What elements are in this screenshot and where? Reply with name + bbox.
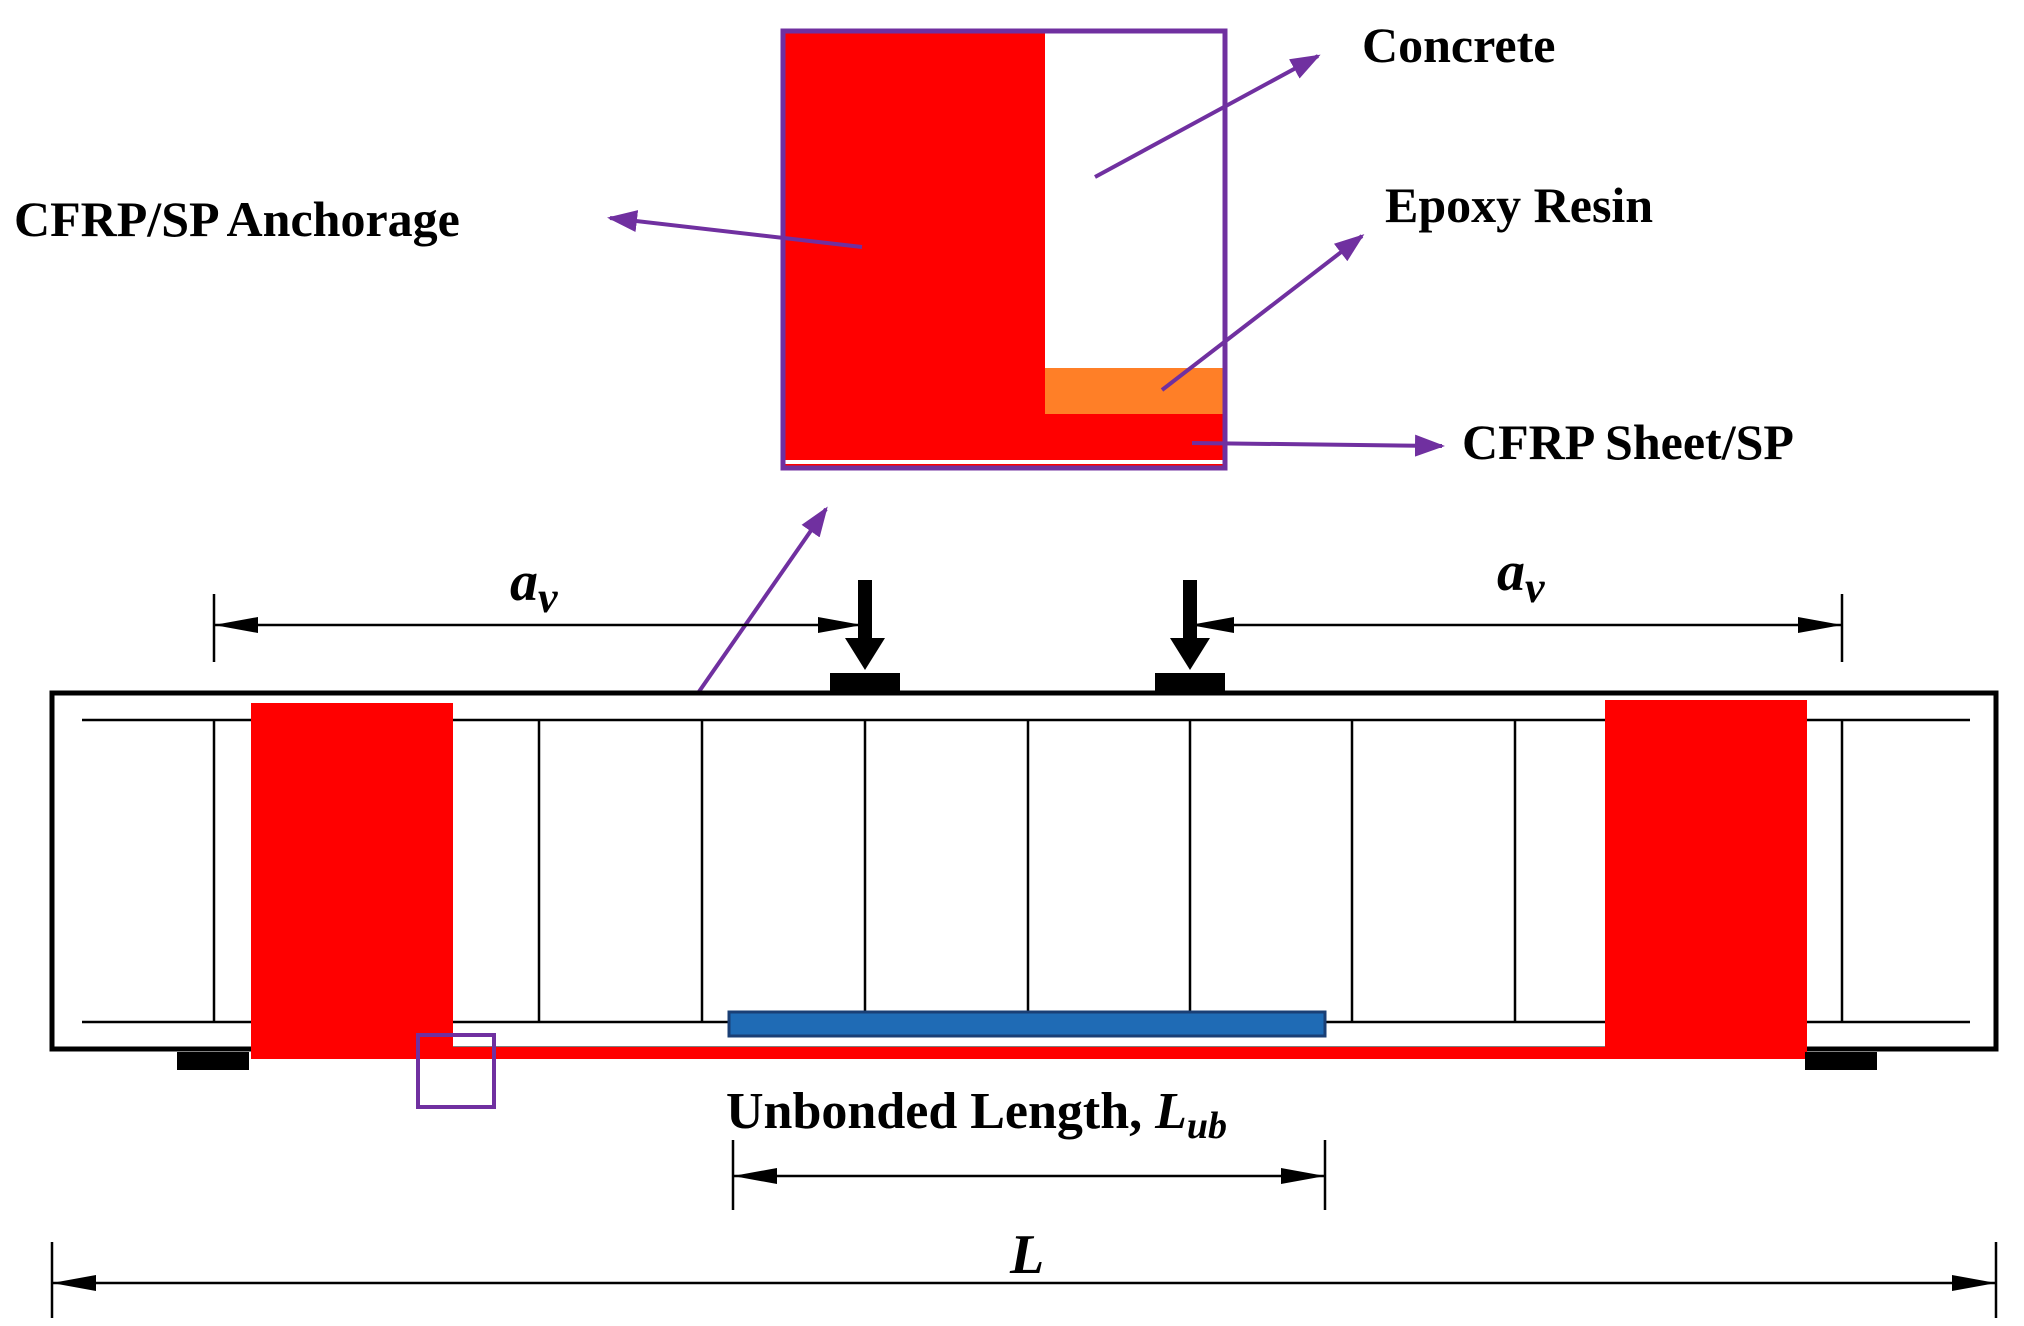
- total-length-dimension: L: [50, 1224, 1998, 1318]
- detail-inset: [780, 28, 1228, 471]
- shear-span-right-label: av: [1497, 541, 1545, 612]
- load-arrow-left-head: [845, 638, 885, 670]
- shear-span-left: av: [212, 551, 862, 662]
- epoxy-resin-label: Epoxy Resin: [1385, 177, 1653, 233]
- load-arrow-right-head: [1170, 638, 1210, 670]
- beam: [49, 690, 1999, 1109]
- shear-span-right: av: [1190, 541, 1844, 662]
- cfrp-sheet-bottom: [451, 1047, 1607, 1059]
- shear-span-left-label: av: [510, 551, 558, 622]
- unbonded-length-label: Unbonded Length, Lub: [726, 1083, 1227, 1147]
- total-length-label: L: [1009, 1224, 1044, 1286]
- stirrups: [212, 720, 1844, 1022]
- unbonded-region: [727, 1010, 1327, 1038]
- load-point-left: [830, 580, 900, 693]
- inset-epoxy-layer: [1045, 368, 1225, 414]
- zoom-region-box: [416, 1033, 496, 1109]
- epoxy-callout-arrow: [1160, 234, 1365, 392]
- sheet-label: CFRP Sheet/SP: [1462, 414, 1794, 470]
- support-left: [177, 1052, 249, 1070]
- load-arrow-right-shaft: [1183, 580, 1197, 646]
- unbonded-length-dimension: Unbonded Length, Lub: [726, 1083, 1327, 1210]
- support-right: [1805, 1052, 1877, 1070]
- inset-frame: [780, 28, 1228, 471]
- load-plate-right: [1155, 673, 1225, 693]
- concrete-callout-arrow: [1094, 54, 1321, 179]
- anchorage-right: [1605, 700, 1807, 1059]
- load-arrow-left-shaft: [858, 580, 872, 646]
- inset-sheet-red: [1045, 414, 1225, 468]
- load-plate-left: [830, 673, 900, 693]
- sheet-callout-arrow: [1191, 434, 1445, 457]
- anchorage-callout-arrow: [607, 210, 863, 249]
- inset-anchorage-red: [783, 31, 1045, 468]
- anchorage-label: CFRP/SP Anchorage: [14, 191, 460, 247]
- concrete-label: Concrete: [1362, 17, 1555, 73]
- anchorage-left: [251, 703, 453, 1059]
- load-point-right: [1155, 580, 1225, 693]
